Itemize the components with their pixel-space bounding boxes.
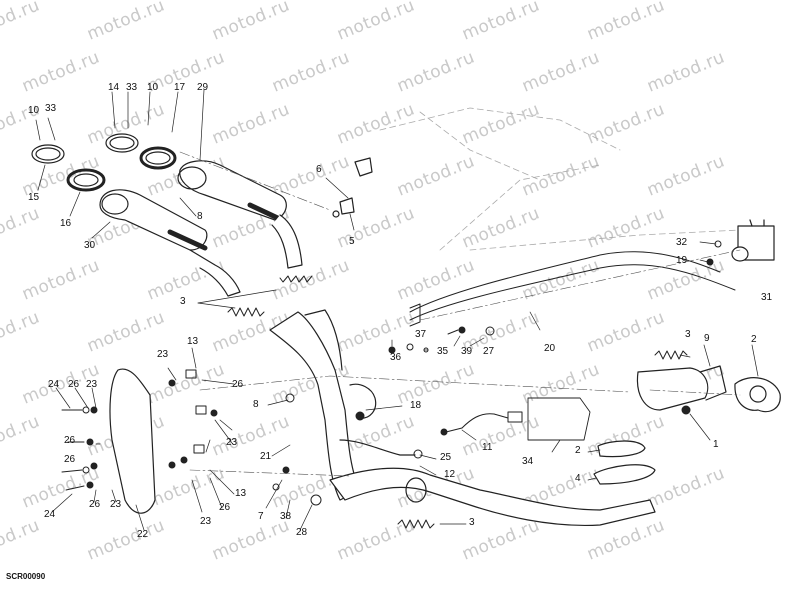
servo-motor [731,219,775,262]
callout-23: 23 [226,437,238,448]
callout-19: 19 [676,255,688,266]
callout-4: 4 [575,473,581,484]
callout-9: 9 [704,333,710,344]
callout-8: 8 [253,399,259,410]
callout-30: 30 [84,240,96,251]
flange-right [734,377,781,413]
callout-26: 26 [64,454,76,465]
callout-24: 24 [44,509,56,520]
callout-23: 23 [86,379,98,390]
frame-sketch [379,107,741,251]
header-pipes [269,309,656,527]
callout-13: 13 [235,488,247,499]
callout-18: 18 [410,400,422,411]
callout-10: 10 [147,82,159,93]
callout-11: 11 [482,442,493,453]
heat-shield [109,368,156,514]
right-elbow [636,365,727,411]
callout-24: 24 [48,379,60,390]
callout-10: 10 [28,105,40,116]
callout-1: 1 [713,439,719,450]
callout-35: 35 [437,346,449,357]
callout-27: 27 [483,346,495,357]
callout-3: 3 [685,329,691,340]
callout-23: 23 [157,349,169,360]
callout-26: 26 [64,435,76,446]
panel-34 [527,397,591,441]
clamps [31,133,177,192]
callout-34: 34 [522,456,534,467]
callout-21: 21 [260,451,272,462]
muffler-right [177,160,303,269]
callout-26: 26 [68,379,80,390]
callout-28: 28 [296,527,308,538]
callout-12: 12 [444,469,456,480]
callout-33: 33 [126,82,138,93]
callout-5: 5 [349,236,355,247]
callout-29: 29 [197,82,209,93]
callout-37: 37 [415,329,427,340]
callout-6: 6 [316,164,322,175]
callout-26: 26 [232,379,244,390]
lambda-sensor [440,411,523,436]
callout-13: 13 [187,336,199,347]
callout-14: 14 [108,82,120,93]
flanges-lower [593,440,656,485]
callout-31: 31 [761,292,773,303]
valve-parts [332,157,373,218]
callout-22: 22 [137,529,149,540]
callout-36: 36 [390,352,402,363]
diagram-code: SCR00090 [6,572,46,581]
callout-8: 8 [197,211,203,222]
callout-7: 7 [258,511,264,522]
callout-39: 39 [461,346,473,357]
center-lines [179,151,741,477]
callout-17: 17 [174,82,186,93]
callout-2: 2 [751,334,757,345]
callout-20: 20 [544,343,556,354]
callout-25: 25 [440,452,452,463]
callout-2: 2 [575,445,581,456]
callout-33: 33 [45,103,57,114]
cables [409,251,736,327]
callout-26: 26 [89,499,101,510]
callout-23: 23 [200,516,212,527]
leader-lines [35,89,759,531]
callout-23: 23 [110,499,122,510]
small-hardware [272,240,722,506]
callout-3: 3 [180,296,186,307]
callout-15: 15 [28,192,40,203]
muffler-left [99,189,241,297]
callout-32: 32 [676,237,688,248]
springs [227,275,688,529]
callout-26: 26 [219,502,231,513]
callout-16: 16 [60,218,72,229]
callout-3: 3 [469,517,475,528]
callout-38: 38 [280,511,292,522]
